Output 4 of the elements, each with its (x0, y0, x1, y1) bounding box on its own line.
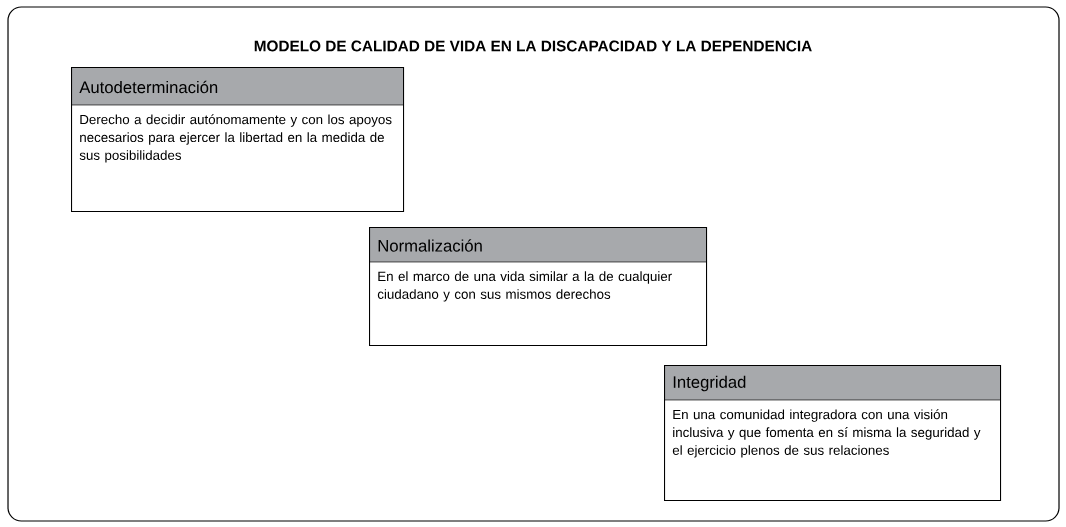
text-box: Integridad En una comunidad integradora con una visión inclusiva y que fomenta en sí misma la seguridad y el ejercicio plenos de sus relaciones (663, 365, 1002, 502)
title: MODELO DE CALIDAD DE VIDA EN LA DISCAPACIDAD Y LA DEPENDENCIA (254, 40, 812, 52)
text-box: Autodeterminación Derecho a decidir autónomamente y con los apoyos necesarios para ejercer la libertad en la medida de sus posibilidades (70, 67, 405, 213)
text-box: Normalización En el marco de una vida similar a la de cualquier ciudadano y con sus mismos derechos (368, 227, 708, 347)
